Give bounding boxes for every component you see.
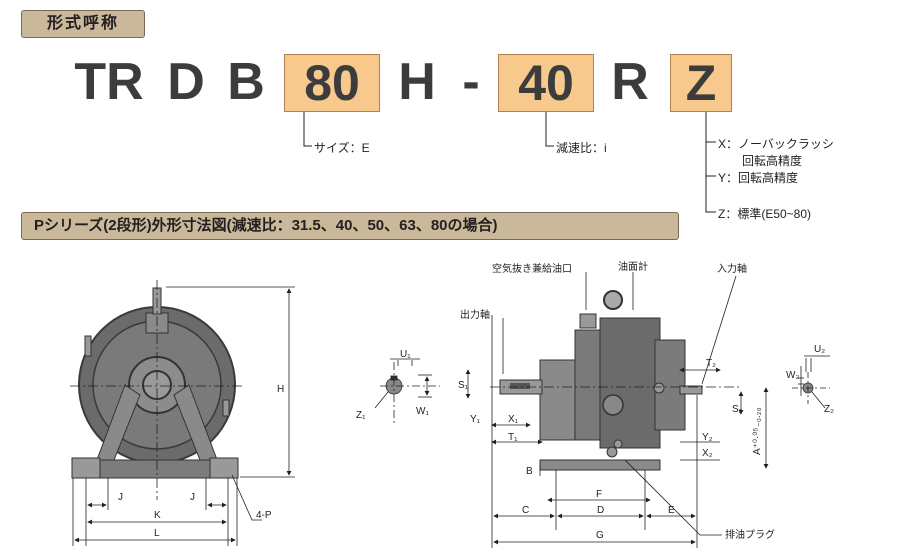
dim-Z2: Z₂ [824, 404, 834, 415]
code-h: H [398, 53, 436, 111]
series-title-bar: Pシリーズ(2段形)外形寸法図(減速比：31.5、40、50、63、80の場合) [21, 212, 679, 240]
side-view [499, 290, 703, 471]
code-tr: TR [74, 53, 144, 111]
code-r: R [611, 53, 649, 111]
dim-Y2: Y₂ [702, 432, 713, 443]
output-shaft-detail: U₁ W₁ Z₁ [356, 349, 440, 424]
dim-J-right: J [190, 492, 195, 503]
dim-D: D [597, 505, 604, 516]
size-label: サイズ：E [314, 141, 370, 155]
dim-A: A⁺⁰·⁰⁵₋₀.₂₀ [752, 407, 763, 455]
code-size-box: 80 [284, 54, 380, 112]
dim-4-P: 4-P [256, 510, 272, 521]
dim-X2: X₂ [702, 448, 713, 459]
code-ratio-box: 40 [498, 54, 594, 112]
dim-G: G [596, 530, 604, 541]
front-view [71, 287, 239, 479]
dim-W1: W₁ [416, 406, 429, 417]
dim-L: L [154, 528, 160, 539]
dim-B: B [526, 466, 533, 477]
accuracy-x-label: X：ノーバックラッシ [718, 137, 834, 151]
dim-U1: U₁ [400, 349, 411, 360]
dim-W2: W₂ [786, 370, 799, 381]
code-dash: - [462, 53, 480, 111]
dim-X1: X₁ [508, 414, 519, 425]
dim-S2: S₂ [732, 404, 743, 415]
section-badge: 形式呼称 [21, 10, 145, 38]
code-d: D [167, 53, 205, 111]
accuracy-y-label: Y：回転高精度 [718, 171, 799, 185]
accuracy-z-label: Z：標準(E50~80) [718, 207, 812, 221]
code-accuracy-box: Z [670, 54, 732, 112]
dim-C: C [522, 505, 529, 516]
label-drain-plug: 排油プラグ [725, 528, 775, 541]
dim-U2: U₂ [814, 344, 825, 355]
code-b: B [227, 53, 265, 111]
dim-H: H [277, 384, 284, 395]
dim-F: F [596, 489, 602, 500]
dim-S1: S₁ [458, 380, 469, 391]
dim-Y1: Y₁ [470, 414, 481, 425]
label-output-shaft: 出力軸 [460, 308, 490, 321]
dim-E: E [668, 505, 675, 516]
label-input-shaft: 入力軸 [717, 262, 747, 275]
dim-T1: T₁ [508, 432, 518, 443]
dim-T2: T₂ [706, 358, 716, 369]
input-shaft-detail: U₂ W₂ Z₂ [786, 344, 834, 415]
dim-K: K [154, 510, 161, 521]
ratio-label: 減速比：i [556, 141, 607, 155]
dim-J-left: J [118, 492, 123, 503]
label-oil-gauge: 油面計 [618, 260, 648, 273]
label-air-vent: 空気抜き兼給油口 [492, 262, 572, 275]
accuracy-x-label2: 回転高精度 [742, 154, 803, 168]
dim-Z1: Z₁ [356, 410, 366, 421]
